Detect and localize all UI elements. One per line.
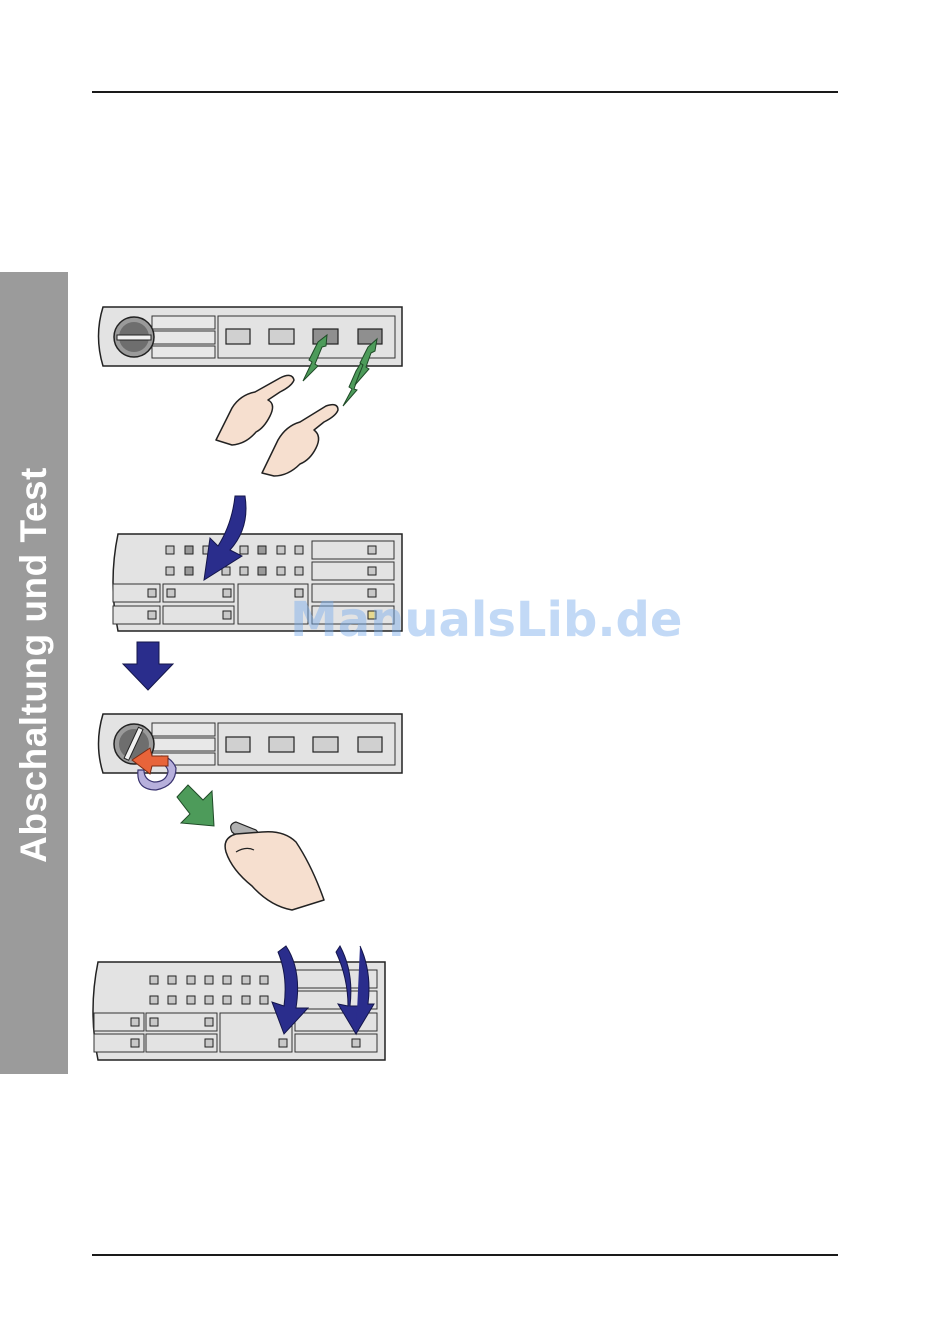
step-1-press-two-buttons	[99, 307, 403, 476]
step-3-remove-key	[99, 714, 403, 910]
step-4-indicator-panel	[93, 946, 385, 1060]
watermark: ManualsLib.de	[290, 592, 682, 648]
green-pull-arrow-icon	[177, 785, 214, 826]
blue-down-arrow-icon	[123, 642, 173, 690]
key-switch-icon	[114, 317, 154, 357]
hand-pointing-icon	[216, 375, 338, 476]
key-in-hand-icon	[225, 822, 324, 910]
